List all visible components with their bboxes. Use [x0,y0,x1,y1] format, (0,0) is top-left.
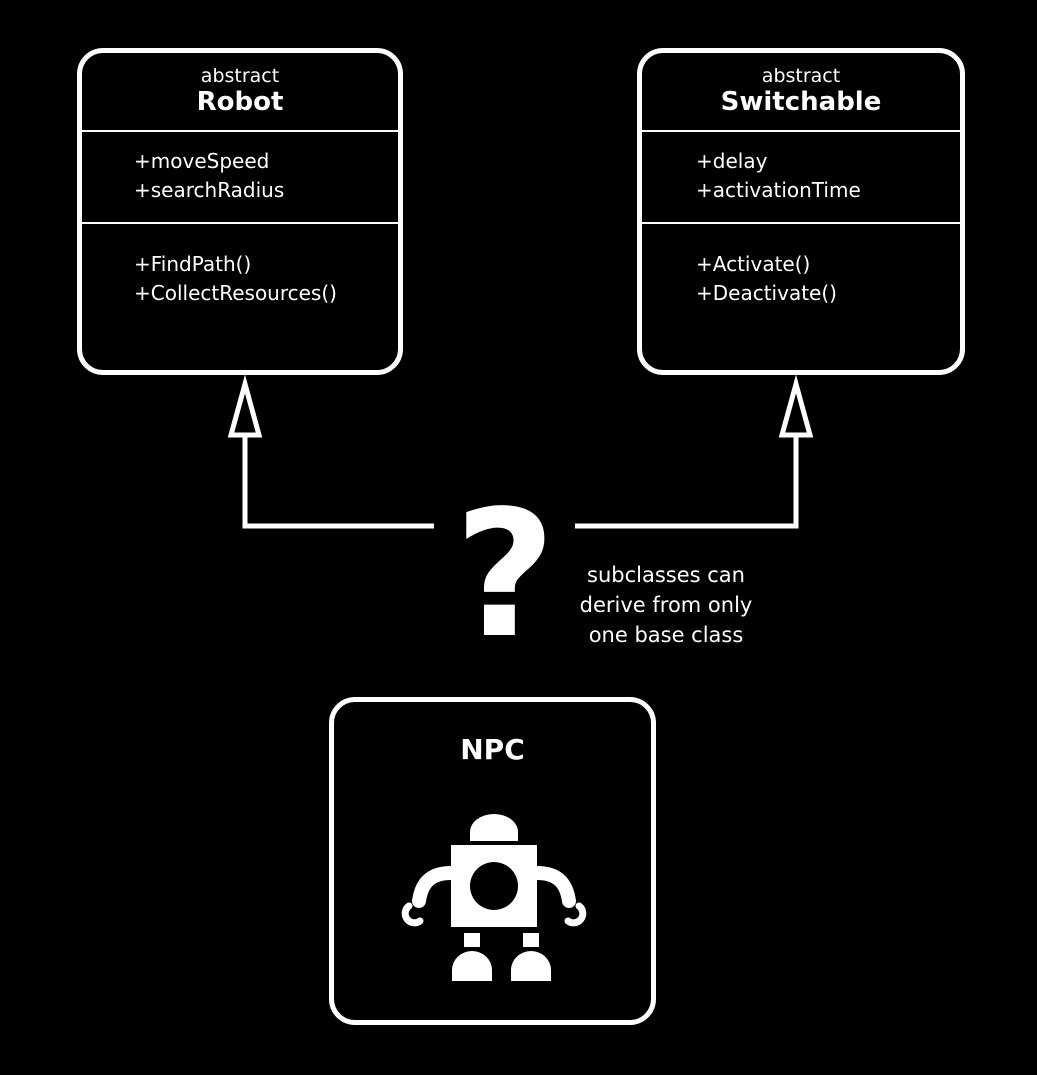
robot-icon [401,814,587,981]
robot-class-box: abstract Robot +moveSpeed +searchRadius … [77,48,403,375]
note-line: one base class [588,623,744,647]
switchable-class-name: Switchable [720,87,882,117]
switchable-inheritance-arrowhead [778,374,814,438]
robot-attribute: +moveSpeed [134,149,270,173]
switchable-operation: +Activate() [696,252,811,276]
switchable-stereotype: abstract [761,65,841,87]
robot-operation: +FindPath() [134,252,252,276]
robot-divider [82,222,398,224]
switchable-class-header: abstract Switchable [642,53,960,130]
switchable-attribute: +activationTime [696,178,861,202]
switchable-attributes: +delay +activationTime [642,132,960,222]
npc-title: NPC [460,733,525,766]
switchable-operation: +Deactivate() [696,281,837,305]
robot-stereotype: abstract [200,65,280,87]
robot-class-header: abstract Robot [82,53,398,130]
switchable-divider [642,130,960,132]
robot-inheritance-line [242,436,434,529]
switchable-inheritance-line [575,436,799,529]
robot-operations: +FindPath() +CollectResources() [82,224,398,308]
npc-box: NPC [329,697,656,1025]
note-line: subclasses can [587,563,745,587]
question-mark: ? [454,474,556,677]
switchable-attribute: +delay [696,149,768,173]
robot-divider [82,130,398,132]
note-line: derive from only [579,593,753,617]
switchable-class-box: abstract Switchable +delay +activationTi… [637,48,965,375]
robot-inheritance-arrowhead [227,374,263,438]
robot-attribute: +searchRadius [134,178,285,202]
switchable-divider [642,222,960,224]
robot-operation: +CollectResources() [134,281,337,305]
robot-attributes: +moveSpeed +searchRadius [82,132,398,222]
switchable-operations: +Activate() +Deactivate() [642,224,960,308]
single-inheritance-note: subclasses can derive from only one base… [566,560,766,650]
robot-class-name: Robot [196,87,284,117]
